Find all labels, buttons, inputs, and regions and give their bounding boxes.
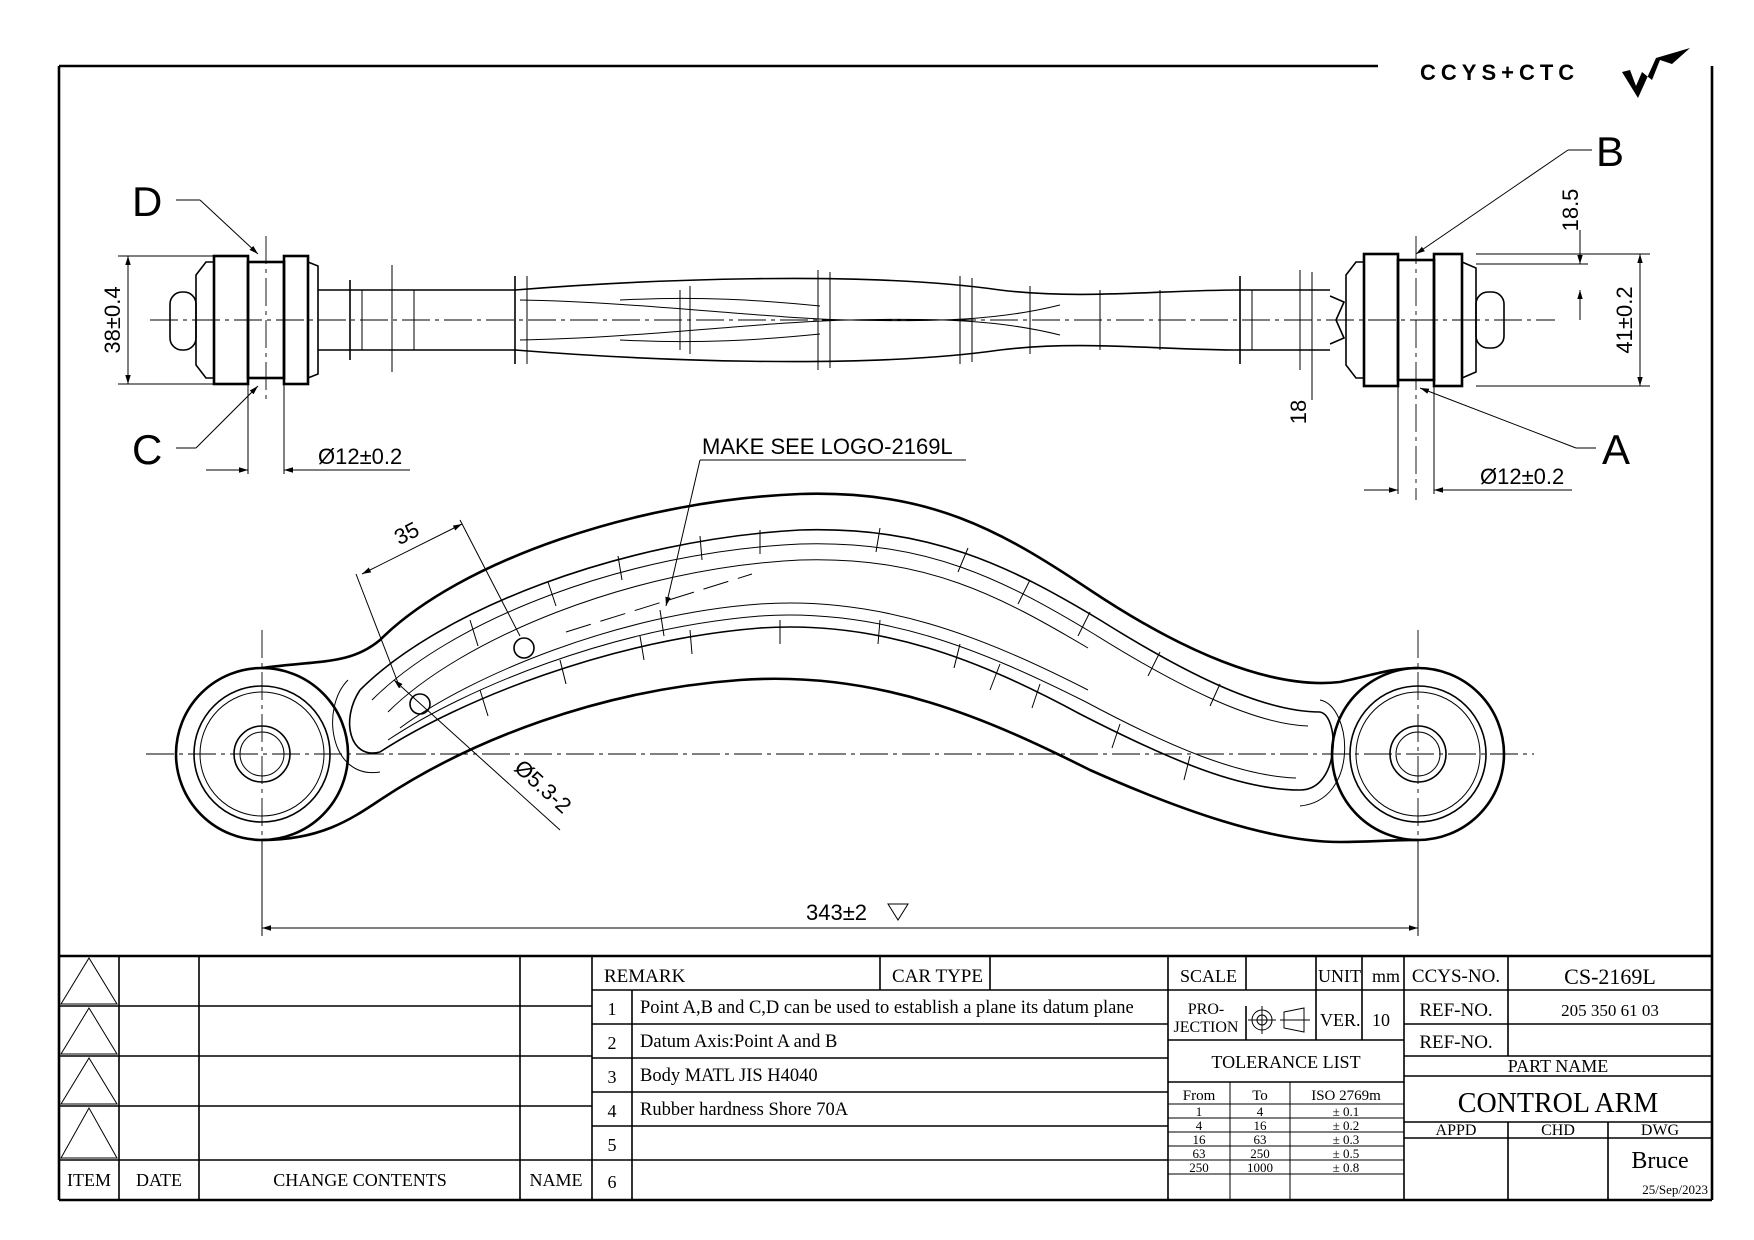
projection-label-1: PRO- [1188, 1001, 1224, 1018]
dim-bore-left: Ø12±0.2 [318, 444, 402, 469]
remarks-table: REMARK CAR TYPE 1 Point A,B and C,D can … [592, 956, 1169, 1200]
appd-label: APPD [1436, 1122, 1477, 1139]
chd-label: CHD [1541, 1122, 1575, 1139]
col-date: DATE [136, 1170, 182, 1190]
col-change-contents: CHANGE CONTENTS [273, 1170, 447, 1190]
part-name-label: PART NAME [1508, 1056, 1608, 1076]
left-stud [169, 291, 197, 351]
svg-text:250: 250 [1189, 1160, 1209, 1175]
ref-no-label-2: REF-NO. [1419, 1032, 1492, 1053]
dim-hole-dia: Ø5.3-2 [510, 755, 577, 819]
col-name: NAME [530, 1170, 583, 1190]
svg-text:16: 16 [1254, 1118, 1268, 1133]
projection-symbol-icon [1248, 1006, 1310, 1034]
svg-text:4: 4 [1196, 1118, 1203, 1133]
svg-text:2: 2 [608, 1033, 617, 1053]
svg-text:± 0.5: ± 0.5 [1333, 1146, 1360, 1161]
right-stud [1475, 291, 1505, 349]
tolerance-list-title: TOLERANCE LIST [1211, 1052, 1360, 1072]
drawing-frame [57, 64, 1714, 1202]
svg-text:± 0.3: ± 0.3 [1333, 1132, 1360, 1147]
unit-label: UNIT [1318, 966, 1361, 986]
drawing-date: 25/Sep/2023 [1642, 1182, 1708, 1197]
point-label-b: B [1596, 128, 1624, 175]
svg-text:± 0.8: ± 0.8 [1333, 1160, 1360, 1175]
remark-1: Point A,B and C,D can be used to establi… [640, 998, 1134, 1018]
tol-from-label: From [1183, 1088, 1216, 1104]
plan-view: 35 Ø5.3-2 MAKE SEE LOGO-2169L 343±2 [146, 434, 1534, 936]
revision-table: ITEM DATE CHANGE CONTENTS NAME [59, 954, 1712, 1200]
dim-shaft-dia: 18 [1286, 400, 1311, 424]
side-view: 38±0.4 41±0.2 18.5 18 Ø12±0.2 Ø12±0.2 D [100, 128, 1650, 500]
ver-label: VER. [1320, 1010, 1361, 1030]
svg-text:± 0.1: ± 0.1 [1333, 1104, 1360, 1119]
dim-right-height: 41±0.2 [1612, 286, 1637, 353]
logo-mark-icon [1622, 48, 1690, 98]
ccys-no-label: CCYS-NO. [1412, 966, 1500, 987]
svg-text:6: 6 [608, 1172, 617, 1192]
col-item: ITEM [67, 1170, 111, 1190]
remark-label: REMARK [604, 966, 686, 987]
logo-text: CCYS+CTC [1420, 60, 1579, 85]
part-name: CONTROL ARM [1458, 1088, 1659, 1119]
dim-bore-right: Ø12±0.2 [1480, 464, 1564, 489]
ref-no-value-1: 205 350 61 03 [1561, 1001, 1659, 1020]
car-type-label: CAR TYPE [892, 966, 983, 987]
ver-value: 10 [1372, 1010, 1390, 1030]
svg-text:4: 4 [608, 1101, 617, 1121]
svg-text:1: 1 [608, 999, 617, 1019]
ccys-no-value: CS-2169L [1564, 964, 1656, 989]
svg-text:63: 63 [1254, 1132, 1267, 1147]
dim-hole-offset: 35 [390, 517, 423, 550]
dwg-label: DWG [1641, 1122, 1680, 1139]
remark-4: Rubber hardness Shore 70A [640, 1100, 849, 1120]
svg-text:1: 1 [1196, 1104, 1203, 1119]
dim-left-height: 38±0.4 [100, 286, 125, 353]
unit-value: mm [1372, 966, 1400, 986]
drawn-by: Bruce [1631, 1148, 1688, 1174]
tolerance-block: SCALE UNIT mm PRO- JECTION VER. 10 TOLER… [1168, 956, 1405, 1200]
title-block: CCYS-NO. CS-2169L REF-NO. 205 350 61 03 … [1404, 956, 1712, 1200]
remark-3: Body MATL JIS H4040 [640, 1066, 818, 1086]
dim-overall-length: 343±2 [806, 900, 867, 925]
revision-triangles [60, 957, 118, 1159]
tol-std-label: ISO 2769m [1311, 1088, 1381, 1104]
svg-text:4: 4 [1257, 1104, 1264, 1119]
svg-text:5: 5 [608, 1135, 617, 1155]
company-logo: CCYS+CTC [1420, 48, 1690, 98]
logo-note: MAKE SEE LOGO-2169L [702, 434, 953, 459]
svg-text:63: 63 [1193, 1146, 1206, 1161]
dim-top-offset: 18.5 [1558, 189, 1583, 232]
projection-label-2: JECTION [1174, 1019, 1239, 1036]
point-label-d: D [132, 178, 162, 225]
svg-text:± 0.2: ± 0.2 [1333, 1118, 1360, 1133]
svg-text:3: 3 [608, 1067, 617, 1087]
scale-label: SCALE [1180, 966, 1237, 986]
svg-text:16: 16 [1193, 1132, 1207, 1147]
ref-no-label-1: REF-NO. [1419, 1000, 1492, 1021]
svg-text:250: 250 [1250, 1146, 1270, 1161]
tol-to-label: To [1252, 1088, 1268, 1104]
point-label-c: C [132, 426, 162, 473]
remark-2: Datum Axis:Point A and B [640, 1032, 837, 1052]
point-label-a: A [1602, 426, 1630, 473]
svg-text:1000: 1000 [1247, 1160, 1273, 1175]
datum-triangle-icon [887, 903, 909, 921]
